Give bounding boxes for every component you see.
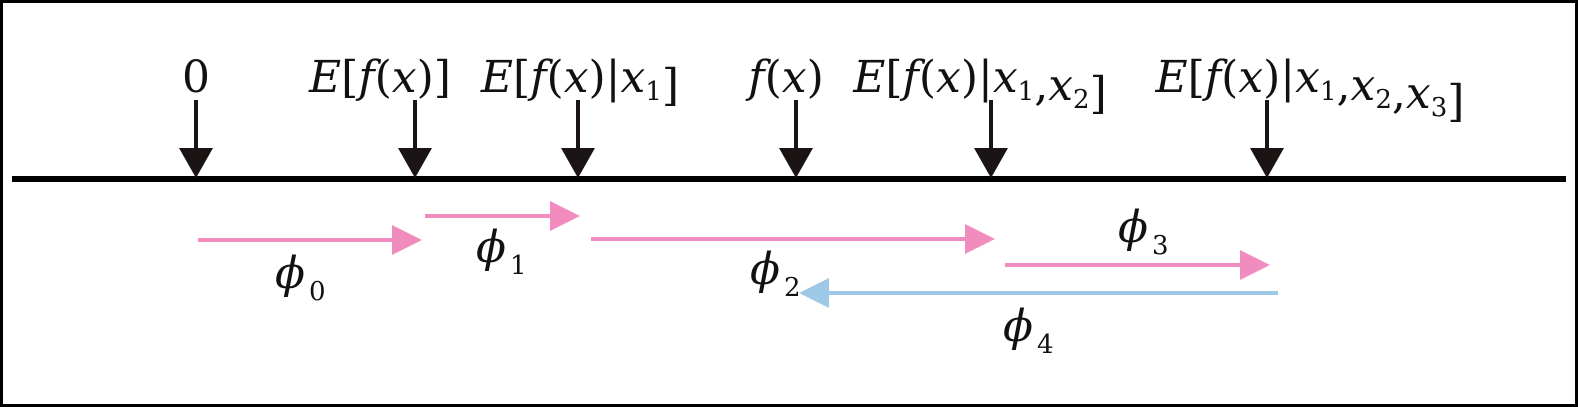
contribution-arrowhead-phi0 bbox=[392, 225, 422, 255]
marker-label-ef12: E[f(x)|x1,x2] bbox=[852, 52, 1107, 119]
marker-label-ef: E[f(x)] bbox=[308, 52, 451, 103]
contribution-arrowhead-phi1 bbox=[550, 201, 580, 231]
marker-arrowhead-ef bbox=[398, 148, 432, 178]
marker-group: 0 E[f(x)] E[f(x)|x1] f(x) E[f(x)|x1,x2] E[f(x… bbox=[179, 52, 1464, 178]
marker-label-fx: f(x) bbox=[745, 52, 823, 103]
marker-label-ef123: E[f(x)|x1,x2,x3] bbox=[1155, 52, 1465, 127]
marker-label-ef1: E[f(x)|x1] bbox=[480, 52, 679, 111]
marker-arrowhead-ef12 bbox=[974, 148, 1008, 178]
marker-label-zero: 0 bbox=[182, 52, 210, 103]
contribution-arrowhead-phi2 bbox=[965, 224, 995, 254]
marker-arrowhead-zero bbox=[179, 148, 213, 178]
marker-arrowhead-ef123 bbox=[1250, 148, 1284, 178]
marker-arrowhead-ef1 bbox=[561, 148, 595, 178]
contribution-arrowhead-phi3 bbox=[1240, 250, 1270, 280]
contribution-arrowhead-phi4 bbox=[799, 278, 829, 308]
marker-arrowhead-fx bbox=[779, 148, 813, 178]
